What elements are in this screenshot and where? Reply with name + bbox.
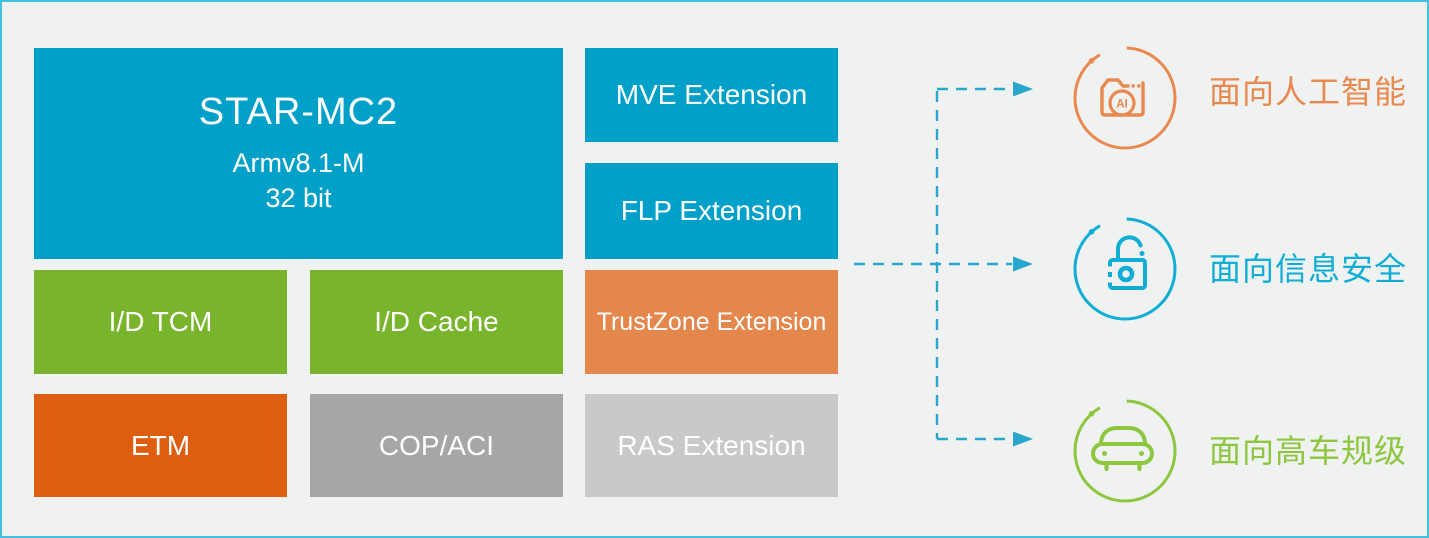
core-title: STAR-MC2 xyxy=(198,90,399,133)
label-for-automotive: 面向高车规级 xyxy=(1209,433,1408,469)
core-subtitle-bits: 32 bit xyxy=(265,183,332,213)
label-for-ai: 面向人工智能 xyxy=(1209,74,1408,110)
block-etm: ETM xyxy=(34,394,287,497)
ai-badge-text: AI xyxy=(1116,99,1128,111)
block-ras-extension: RAS Extension xyxy=(585,394,838,497)
label-for-security: 面向信息安全 xyxy=(1209,251,1408,287)
arrowhead-bottom xyxy=(1013,431,1033,447)
block-trustzone-extension: TrustZone Extension xyxy=(585,270,838,374)
car-icon xyxy=(1070,396,1180,506)
block-star-mc2: STAR-MC2 Armv8.1-M 32 bit xyxy=(34,48,563,259)
block-id-tcm: I/D TCM xyxy=(34,270,287,374)
block-flp-extension: FLP Extension xyxy=(585,163,838,259)
ai-folder-icon: AI xyxy=(1070,43,1180,153)
core-subtitle-arch: Armv8.1-M xyxy=(232,147,365,178)
arrowhead-top xyxy=(1013,81,1033,97)
block-mve-extension: MVE Extension xyxy=(585,48,838,142)
block-cop-aci: COP/ACI xyxy=(310,394,563,497)
unlock-padlock-icon xyxy=(1070,214,1180,324)
arrowhead-middle xyxy=(1013,256,1033,272)
block-id-cache: I/D Cache xyxy=(310,270,563,374)
